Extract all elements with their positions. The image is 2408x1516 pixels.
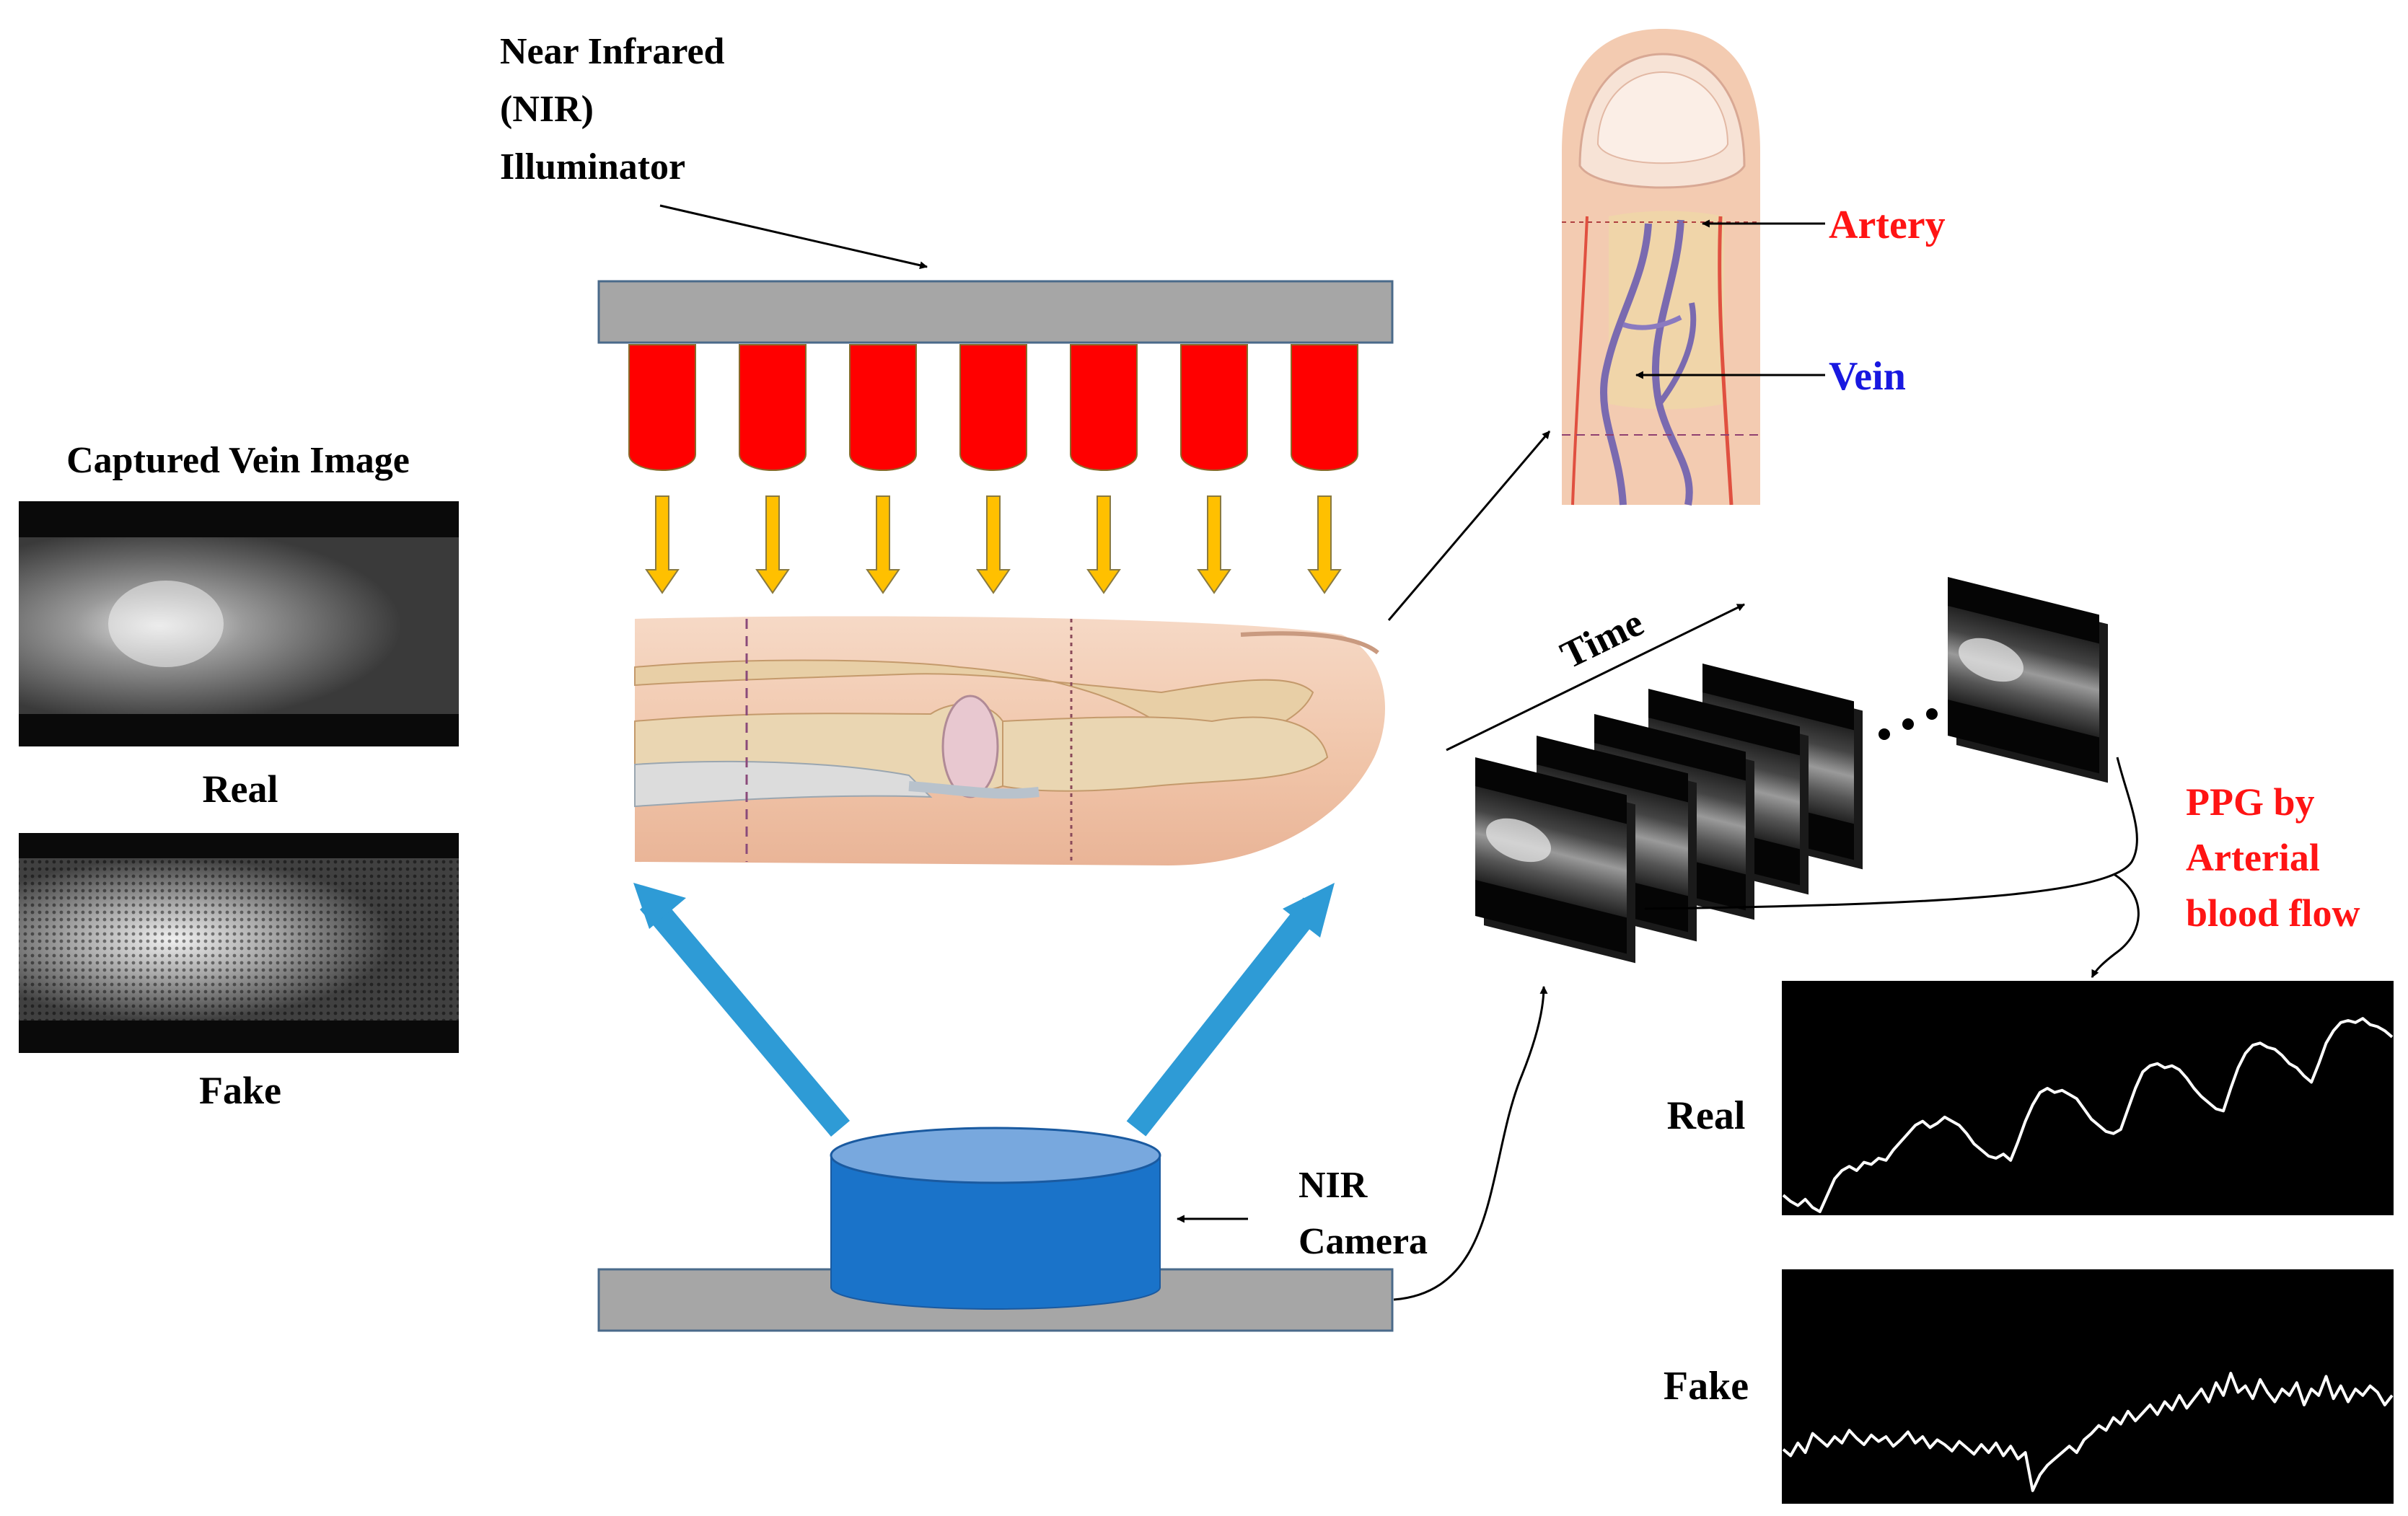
finger-cross-section-illustration xyxy=(634,616,1385,865)
light-arrow-left-head xyxy=(633,883,686,929)
illuminator-label-line1: Near Infrared xyxy=(500,31,725,72)
led-row xyxy=(628,344,1358,471)
real-left-label: Real xyxy=(203,767,278,811)
nir-led-7 xyxy=(1291,344,1358,471)
light-down-arrow-3 xyxy=(866,495,900,594)
video-frame-stack xyxy=(1475,577,2108,964)
light-down-arrow-7 xyxy=(1307,495,1342,594)
ppg-label-line3: blood flow xyxy=(2186,891,2360,935)
real-ppg-signal xyxy=(1782,1017,2394,1213)
light-down-arrow-1 xyxy=(645,495,680,594)
illuminator-label-line2: (NIR) xyxy=(500,89,594,130)
real-signal-panel xyxy=(1782,981,2394,1215)
light-arrow-right-head xyxy=(1283,883,1335,938)
light-down-arrow-2 xyxy=(755,495,790,594)
illuminator-label-line3: Illuminator xyxy=(500,146,685,188)
real-signal-label: Real xyxy=(1667,1093,1746,1138)
ellipsis-dot-2 xyxy=(1902,718,1914,730)
ppg-flow-connector-down xyxy=(2091,873,2140,978)
camera-to-frames-connector xyxy=(1393,985,1548,1301)
light-down-arrows xyxy=(645,495,1342,594)
fake-signal-label: Fake xyxy=(1664,1364,1749,1409)
nir-led-5 xyxy=(1070,344,1138,471)
real-vein-image xyxy=(19,501,459,746)
vein-label: Vein xyxy=(1829,354,1906,399)
light-down-arrow-4 xyxy=(976,495,1011,594)
fake-ppg-signal xyxy=(1782,1372,2394,1492)
light-arrow-left xyxy=(639,894,851,1137)
nir-led-3 xyxy=(849,344,917,471)
finger-to-anatomy-arrow xyxy=(1387,431,1551,621)
nir-led-2 xyxy=(739,344,807,471)
ppg-label-line2: Arterial xyxy=(2186,836,2320,879)
nir-led-1 xyxy=(628,344,696,471)
time-axis-arrow xyxy=(1446,603,1745,752)
camera-label-line2: Camera xyxy=(1299,1221,1428,1262)
nir-camera xyxy=(830,1127,1161,1310)
illuminator-panel xyxy=(597,280,1394,344)
fake-signal-panel xyxy=(1782,1269,2394,1504)
light-arrow-right xyxy=(1126,897,1323,1137)
video-frame-1 xyxy=(1475,757,1635,964)
ppg-flow-connector-top xyxy=(1644,757,2138,910)
video-frame-6 xyxy=(1948,577,2108,783)
light-down-arrow-6 xyxy=(1197,495,1231,594)
illuminator-pointer-arrow xyxy=(659,204,928,270)
artery-label: Artery xyxy=(1829,203,1946,247)
captured-vein-title: Captured Vein Image xyxy=(66,440,410,481)
fake-left-label: Fake xyxy=(199,1069,281,1112)
nir-led-4 xyxy=(959,344,1027,471)
finger-vessel-anatomy-illustration xyxy=(1562,29,1760,506)
ppg-label-line1: PPG by xyxy=(2186,780,2315,824)
light-down-arrow-5 xyxy=(1086,495,1121,594)
nir-led-6 xyxy=(1180,344,1248,471)
ellipsis-dot-1 xyxy=(1878,728,1890,740)
fake-vein-image xyxy=(19,833,459,1053)
ellipsis-dot-3 xyxy=(1926,708,1938,720)
camera-label-line1: NIR xyxy=(1299,1165,1368,1206)
time-label: Time xyxy=(1554,601,1650,677)
